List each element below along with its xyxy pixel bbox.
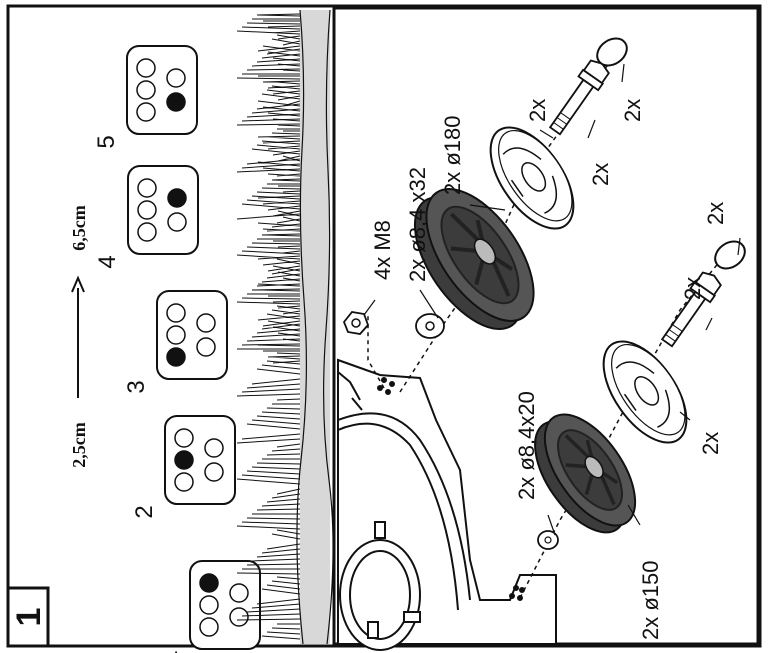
grass-blades [236, 13, 301, 640]
washer-small [537, 530, 559, 550]
height-position-4: 4 [94, 165, 199, 269]
ground-strip [300, 10, 330, 644]
hole [199, 617, 219, 637]
bolt-small [660, 271, 722, 348]
hole-selected [199, 573, 219, 593]
callout-hubcap-small: 2x [698, 432, 723, 455]
hole [204, 462, 224, 482]
hole [199, 595, 219, 615]
leader-lines [363, 63, 741, 536]
callout-cap-large: 2x [620, 99, 645, 122]
hubcap-small [602, 340, 688, 444]
height-arrow-head [71, 275, 85, 293]
height-position-5: 5 [93, 45, 198, 149]
callout-hubcap-large: 2x [525, 99, 550, 122]
mower-deck [337, 358, 557, 651]
position-number: 2 [131, 505, 158, 518]
hole [166, 68, 186, 88]
callout-washer-small: 2x ø8,4x20 [514, 391, 539, 500]
hole [196, 313, 216, 333]
hole [229, 583, 249, 603]
hole [229, 607, 249, 627]
position-number: 5 [93, 135, 120, 148]
hole-selected [174, 450, 194, 470]
callout-labels: 4x M8 2x ø8,4 x32 2x ø8,4x20 2x ø180 2x … [370, 99, 728, 640]
cap-small [714, 240, 746, 270]
hole [136, 102, 156, 122]
hole [167, 212, 187, 232]
callout-cap-small: 2x [703, 202, 728, 225]
hole [137, 222, 157, 242]
hole [136, 58, 156, 78]
hubcap-large [489, 126, 575, 230]
callout-wheel-large: 2x ø180 [440, 116, 465, 196]
hole [174, 472, 194, 492]
figure-number-box: 1 [6, 586, 50, 648]
callout-bolt-large: 2x [588, 163, 613, 186]
hole [137, 178, 157, 198]
callout-bolt-small: 2x [680, 277, 705, 300]
figure-number: 1 [10, 608, 48, 627]
position-number: 4 [94, 255, 121, 268]
callout-nut: 4x M8 [370, 220, 395, 280]
hole [166, 325, 186, 345]
wheel-small [534, 413, 637, 534]
hole-selected [166, 347, 186, 367]
height-scale: 2,5cm 6,5cm [69, 205, 89, 467]
height-min-label: 2,5cm [69, 422, 89, 467]
hole [204, 438, 224, 458]
hole-selected [167, 188, 187, 208]
wheel-large [413, 188, 535, 330]
hole [174, 428, 194, 448]
height-position-2: 2 [131, 415, 236, 519]
height-position-1: 1 [156, 560, 261, 653]
position-number: 1 [156, 650, 183, 653]
cap-large [596, 37, 628, 67]
position-number: 3 [123, 380, 150, 393]
height-position-3: 3 [123, 290, 228, 394]
hole [136, 80, 156, 100]
washer-large [415, 313, 445, 339]
hole [137, 200, 157, 220]
hole [166, 303, 186, 323]
hole [196, 337, 216, 357]
hole-selected [166, 92, 186, 112]
bolt-large [548, 59, 610, 136]
callout-washer-large: 2x ø8,4 x32 [405, 167, 430, 282]
height-position-indicators: 1 2 3 4 5 [93, 45, 261, 653]
callout-wheel-small: 2x ø150 [638, 561, 663, 641]
nut-m8 [342, 311, 370, 335]
height-max-label: 6,5cm [69, 205, 89, 250]
